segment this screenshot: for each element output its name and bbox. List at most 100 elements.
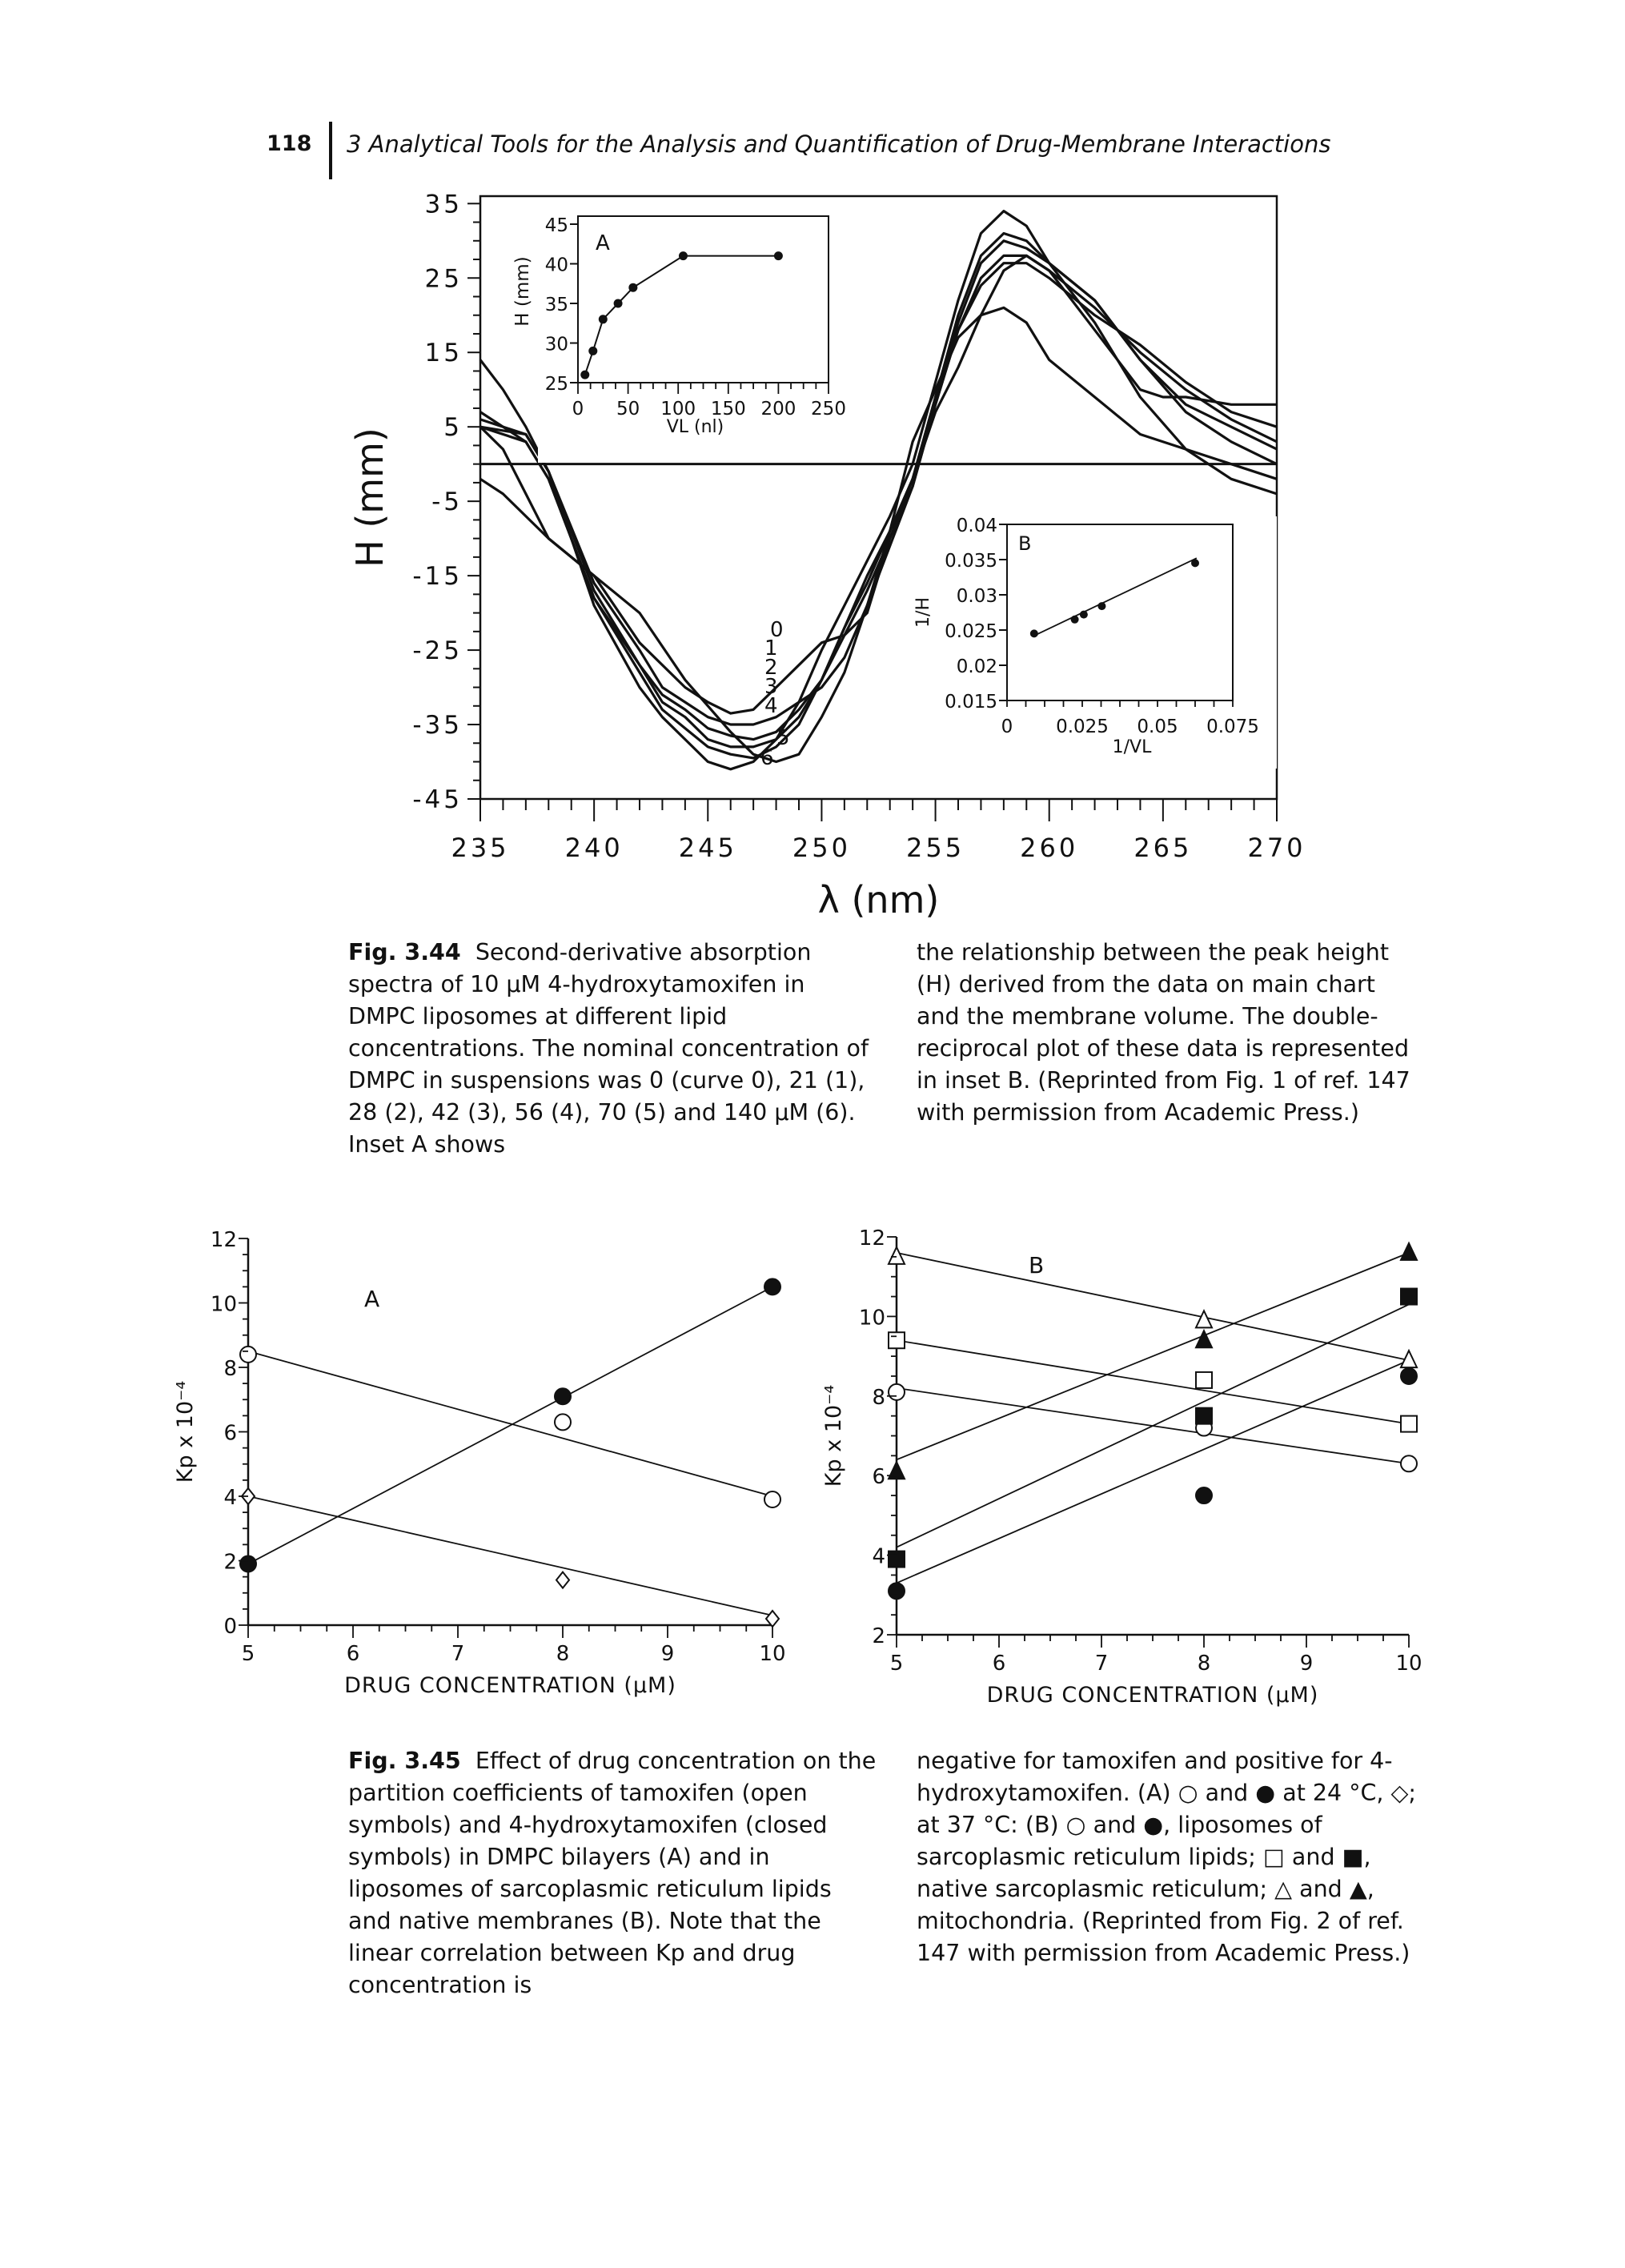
y-tick-label: 25 <box>425 264 463 293</box>
kp-b-y-tick-label: 6 <box>872 1465 885 1489</box>
kp-a-y-tick-label: 8 <box>223 1357 237 1381</box>
inset-b-x-tick-label: 0.05 <box>1137 717 1178 737</box>
kp-b-point-square-filled <box>1400 1287 1418 1306</box>
kp-a-point-circle-filled <box>764 1278 781 1296</box>
kp-b-y-title: Kp x 10⁻⁴ <box>821 1385 846 1487</box>
y-tick-label: -35 <box>412 711 463 740</box>
x-tick-label: 250 <box>792 833 851 863</box>
kp-a-point-circle-open <box>554 1413 572 1431</box>
y-tick-label: -5 <box>431 488 463 516</box>
inset-b-y-tick-label: 0.04 <box>957 516 997 536</box>
inset-b-point <box>1029 629 1038 638</box>
kp-a-x-title: DRUG CONCENTRATION (μM) <box>344 1673 676 1698</box>
kp-b-point-circle-filled <box>1195 1487 1213 1505</box>
figure-3-44-text-left: Second-derivative absorption spectra of … <box>348 939 869 1158</box>
inset-b-x-title: 1/VL <box>1113 737 1152 757</box>
kp-b-fit-line <box>896 1251 1410 1361</box>
inset-a-x-tick-label: 100 <box>660 399 696 419</box>
inset-b-y-tick-label: 0.02 <box>957 656 997 677</box>
inset-a-x-tick-label: 200 <box>760 399 796 419</box>
curve-label-3: 3 <box>764 675 778 699</box>
spectrum-curve-6 <box>479 210 1278 771</box>
kp-a-panel-label: A <box>364 1286 379 1312</box>
inset-a-x-tick-label: 250 <box>811 399 846 419</box>
kp-b-y-tick-label: 4 <box>872 1545 885 1569</box>
inset-b-y-title: 1/H <box>913 597 933 628</box>
running-header: 118 3 Analytical Tools for the Analysis … <box>267 122 1387 179</box>
kp-b-fit-line <box>896 1252 1410 1461</box>
inset-a-x-tick-label: 150 <box>711 399 746 419</box>
inset-a-point <box>628 283 638 292</box>
kp-b-y-tick-label: 10 <box>859 1306 885 1330</box>
y-tick-label: -25 <box>412 636 463 665</box>
kp-a-y-tick-label: 10 <box>211 1293 237 1317</box>
kp-b-y-tick-label: 12 <box>859 1226 885 1250</box>
spectrum-curve-3 <box>479 254 1278 741</box>
y-tick-label: 5 <box>443 413 463 442</box>
inset-a-y-title: H (mm) <box>512 256 533 326</box>
kp-b-fit-line <box>896 1359 1410 1584</box>
inset-a-y-tick-label: 25 <box>545 374 568 395</box>
inset-b-point <box>1097 602 1106 611</box>
kp-a-y-tick-label: 6 <box>223 1422 237 1446</box>
kp-a-point-circle-open <box>239 1345 257 1363</box>
kp-b-fit-line <box>896 1303 1410 1548</box>
spectrum-curve-1 <box>479 254 1277 715</box>
curve-label-6: 6 <box>760 746 774 770</box>
y-tick-label: 15 <box>425 339 463 367</box>
kp-a-point-diamond-open <box>555 1571 571 1590</box>
kp-a-point-circle-open <box>764 1491 781 1509</box>
kp-a-y-tick-label: 12 <box>211 1228 237 1252</box>
kp-a-x-tick-label: 8 <box>556 1642 570 1666</box>
kp-a-y-tick-label: 0 <box>223 1615 237 1639</box>
figure-3-45-text-right: negative for tamoxifen and positive for … <box>917 1748 1417 1966</box>
kp-a-fit-line <box>247 1351 773 1497</box>
figure-3-44-text-right: the relationship between the peak height… <box>917 939 1410 1126</box>
kp-b-x-tick-label: 10 <box>1395 1652 1422 1676</box>
kp-b-point-square-open <box>1400 1415 1418 1433</box>
y-tick-label: 35 <box>425 190 463 219</box>
figure-3-45-caption-right: negative for tamoxifen and positive for … <box>917 1745 1421 1969</box>
figure-3-44-label: Fig. 3.44 <box>348 939 461 965</box>
inset-a-y-tick-label: 45 <box>545 215 568 236</box>
inset-b-y-tick-label: 0.025 <box>945 621 997 642</box>
x-tick-label: 235 <box>451 833 509 863</box>
spectrum-curve-5 <box>479 231 1278 760</box>
kp-b-panel-label: B <box>1029 1252 1044 1279</box>
inset-a-y-tick-label: 35 <box>545 295 568 315</box>
curve-label-5: 5 <box>776 726 790 750</box>
kp-a-x-tick-label: 7 <box>451 1642 465 1666</box>
kp-b-point-triangle-open <box>887 1245 906 1265</box>
inset-a-x-tick-label: 50 <box>616 399 640 419</box>
kp-a-point-circle-filled <box>554 1387 572 1406</box>
inset-a-point <box>580 370 590 379</box>
kp-a-y-title: Kp x 10⁻⁴ <box>173 1381 198 1483</box>
curve-label-2: 2 <box>764 656 778 680</box>
kp-a-x-tick-label: 10 <box>759 1642 785 1666</box>
kp-a-x-tick-label: 5 <box>242 1642 255 1666</box>
inset-a-point <box>678 251 688 261</box>
kp-b-point-circle-filled <box>1400 1367 1418 1385</box>
figure-3-45-text-left: Effect of drug concentration on the part… <box>348 1748 877 1998</box>
kp-a-point-circle-filled <box>239 1555 257 1573</box>
kp-b-y-tick-label: 8 <box>872 1386 885 1410</box>
inset-a-point <box>598 315 608 324</box>
y-tick-label: -15 <box>412 562 463 591</box>
kp-b-x-tick-label: 8 <box>1198 1652 1211 1676</box>
page-number: 118 <box>267 131 312 156</box>
inset-a-x-tick-label: 0 <box>572 399 584 419</box>
kp-b-point-square-open <box>1195 1371 1213 1389</box>
inset-b-y-tick-label: 0.03 <box>957 586 997 607</box>
inset-a-y-tick-label: 30 <box>545 335 568 355</box>
kp-b-point-circle-open <box>888 1383 905 1401</box>
curve-label-0: 0 <box>770 618 784 642</box>
y-axis-title: H (mm) <box>348 428 391 568</box>
curve-label-1: 1 <box>764 636 778 660</box>
inset-a-x-title: VL (nl) <box>667 417 724 437</box>
kp-b-x-title: DRUG CONCENTRATION (μM) <box>987 1683 1319 1708</box>
x-tick-label: 255 <box>906 833 965 863</box>
spectrum-curve-0 <box>479 306 1278 764</box>
kp-b-point-circle-open <box>1400 1455 1418 1473</box>
kp-b-point-circle-filled <box>888 1582 905 1600</box>
